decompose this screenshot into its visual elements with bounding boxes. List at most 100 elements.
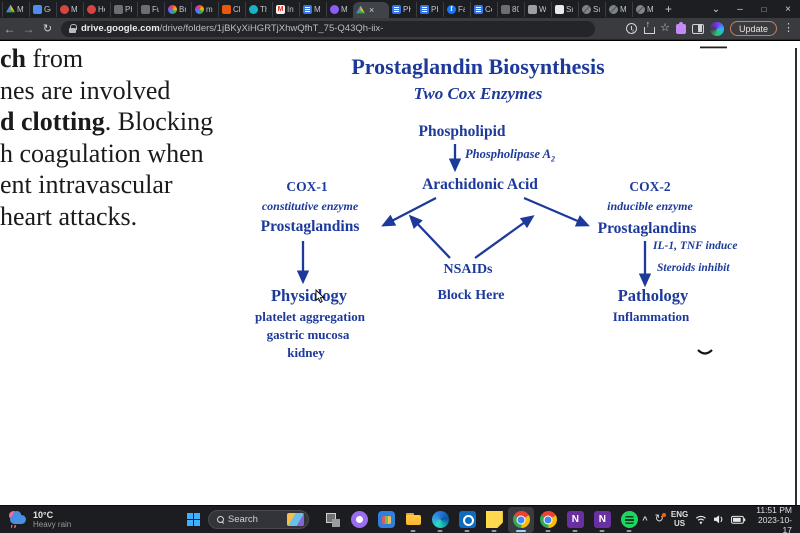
lock-icon[interactable]: [69, 24, 77, 33]
browser-tab[interactable]: Ch: [218, 1, 245, 17]
browser-tab[interactable]: 80: [497, 1, 524, 17]
browser-tab[interactable]: Go: [29, 1, 56, 17]
browser-tab[interactable]: Mi: [326, 1, 353, 17]
paragraph-line: ch from: [0, 44, 84, 73]
node-pathology: Pathology: [617, 286, 689, 305]
task-view-button[interactable]: [319, 507, 345, 533]
browser-tab[interactable]: Th: [245, 1, 272, 17]
edge-button[interactable]: [427, 507, 453, 533]
chrome-button-active[interactable]: [508, 506, 535, 533]
tab-label: Fu: [152, 4, 159, 14]
share-icon[interactable]: [643, 20, 656, 34]
window-controls: ⌄ – □ ×: [704, 0, 800, 18]
chrome-button[interactable]: [535, 507, 561, 533]
app-icon: [593, 511, 611, 528]
label-steroids-inhibit: Steroids inhibit: [657, 262, 730, 274]
browser-tab[interactable]: Ho: [83, 1, 110, 17]
language-indicator[interactable]: ENG US: [670, 510, 689, 528]
browser-tab[interactable]: Co: [470, 1, 497, 17]
browser-tab[interactable]: Fa: [443, 1, 470, 17]
menu-dots-icon[interactable]: ⋮: [783, 22, 794, 34]
onenote-button[interactable]: [562, 507, 588, 533]
hidden-icons-chevron[interactable]: ^: [642, 514, 648, 525]
browser-tab[interactable]: Mi: [299, 1, 326, 17]
tab-favicon: [222, 4, 231, 14]
taskbar-search[interactable]: [207, 510, 310, 529]
tab-label: mc: [206, 4, 213, 14]
file-explorer-button[interactable]: [400, 507, 426, 533]
browser-tab[interactable]: PH: [416, 1, 443, 17]
spotify-button[interactable]: [616, 507, 642, 533]
tab-favicon: [636, 4, 645, 14]
browser-tab[interactable]: Su: [551, 1, 578, 17]
paragraph-line: ent intravascular: [0, 170, 173, 199]
app-icon: [539, 511, 557, 528]
browser-tab[interactable]: Int: [272, 1, 299, 17]
update-button[interactable]: Update: [729, 21, 777, 36]
tab-label: PH: [403, 4, 411, 14]
app-icon: [620, 511, 638, 528]
profile-avatar[interactable]: [709, 21, 724, 36]
tab-label: Mi: [620, 4, 627, 14]
minimize-button[interactable]: –: [737, 3, 743, 15]
browser-tab[interactable]: Mc: [632, 1, 659, 17]
tab-favicon: [303, 4, 312, 14]
wifi-icon[interactable]: [695, 514, 707, 525]
app-icon: [512, 511, 530, 528]
tab-search-chevron-icon[interactable]: ⌄: [711, 3, 721, 15]
app-icon: [377, 511, 395, 528]
weather-widget[interactable]: 10°C Heavy rain: [0, 510, 181, 529]
browser-tab[interactable]: Fu: [137, 1, 164, 17]
search-input[interactable]: [227, 514, 278, 525]
app-icon: [566, 511, 584, 528]
tab-favicon: [447, 4, 456, 14]
battery-icon[interactable]: [731, 515, 746, 525]
extensions-icon[interactable]: [675, 21, 686, 34]
browser-tab[interactable]: mc: [191, 1, 218, 17]
outlook-button[interactable]: [454, 507, 480, 533]
tab-favicon: [356, 5, 365, 14]
forward-button[interactable]: →: [22, 21, 35, 36]
browser-tab[interactable]: ×: [353, 2, 389, 18]
browser-tab[interactable]: Su: [578, 1, 605, 17]
back-button[interactable]: ←: [3, 21, 16, 36]
node-cox2: COX-2: [629, 179, 671, 194]
browser-tab[interactable]: Br: [164, 1, 191, 17]
bookmark-star-icon[interactable]: ☆: [660, 22, 670, 34]
browser-tab[interactable]: Wi: [524, 1, 551, 17]
tab-label: Su: [566, 4, 573, 14]
tab-label: Br: [179, 4, 186, 14]
browser-tab[interactable]: Ph: [110, 1, 137, 17]
store-button[interactable]: [373, 507, 399, 533]
tab-label: Ho: [98, 4, 105, 14]
tab-label: Wi: [539, 4, 546, 14]
close-button[interactable]: ×: [785, 3, 791, 15]
start-button[interactable]: [181, 507, 206, 533]
browser-tab[interactable]: Mi: [605, 1, 632, 17]
downloads-history-icon[interactable]: [626, 23, 638, 34]
address-bar[interactable]: drive.google.com/drive/folders/1jBKyXiHG…: [61, 20, 595, 37]
chat-button[interactable]: [346, 507, 372, 533]
onenote-button-2[interactable]: [589, 507, 615, 533]
sticky-notes-button[interactable]: [481, 507, 507, 533]
browser-tab[interactable]: My: [2, 1, 29, 17]
browser-tab[interactable]: PH: [389, 2, 416, 17]
url-domain: drive.google.com: [81, 23, 160, 34]
label-phospholipase: Phospholipase A2: [465, 147, 556, 164]
node-physiology: Physiology: [270, 286, 348, 305]
page-scrollbar[interactable]: [795, 48, 797, 505]
diagram-subtitle: Two Cox Enzymes: [413, 84, 543, 103]
maximize-button[interactable]: □: [761, 4, 767, 14]
clock[interactable]: 11:51 PM 2023-10-17: [753, 505, 792, 533]
tab-label: Ch: [233, 4, 240, 14]
volume-icon[interactable]: [714, 514, 724, 525]
sidebar-icon[interactable]: [691, 23, 704, 34]
reload-button[interactable]: ↻: [42, 23, 53, 35]
new-tab-button[interactable]: +: [665, 2, 673, 16]
tab-close-icon[interactable]: ×: [369, 4, 375, 15]
browser-tab[interactable]: Mc: [56, 1, 83, 17]
effect-platelet-aggregation: platelet aggregation: [255, 309, 365, 324]
tab-favicon: [33, 4, 42, 14]
clock-date: 2023-10-17: [757, 514, 793, 533]
sync-icon[interactable]: ↻: [654, 513, 667, 525]
